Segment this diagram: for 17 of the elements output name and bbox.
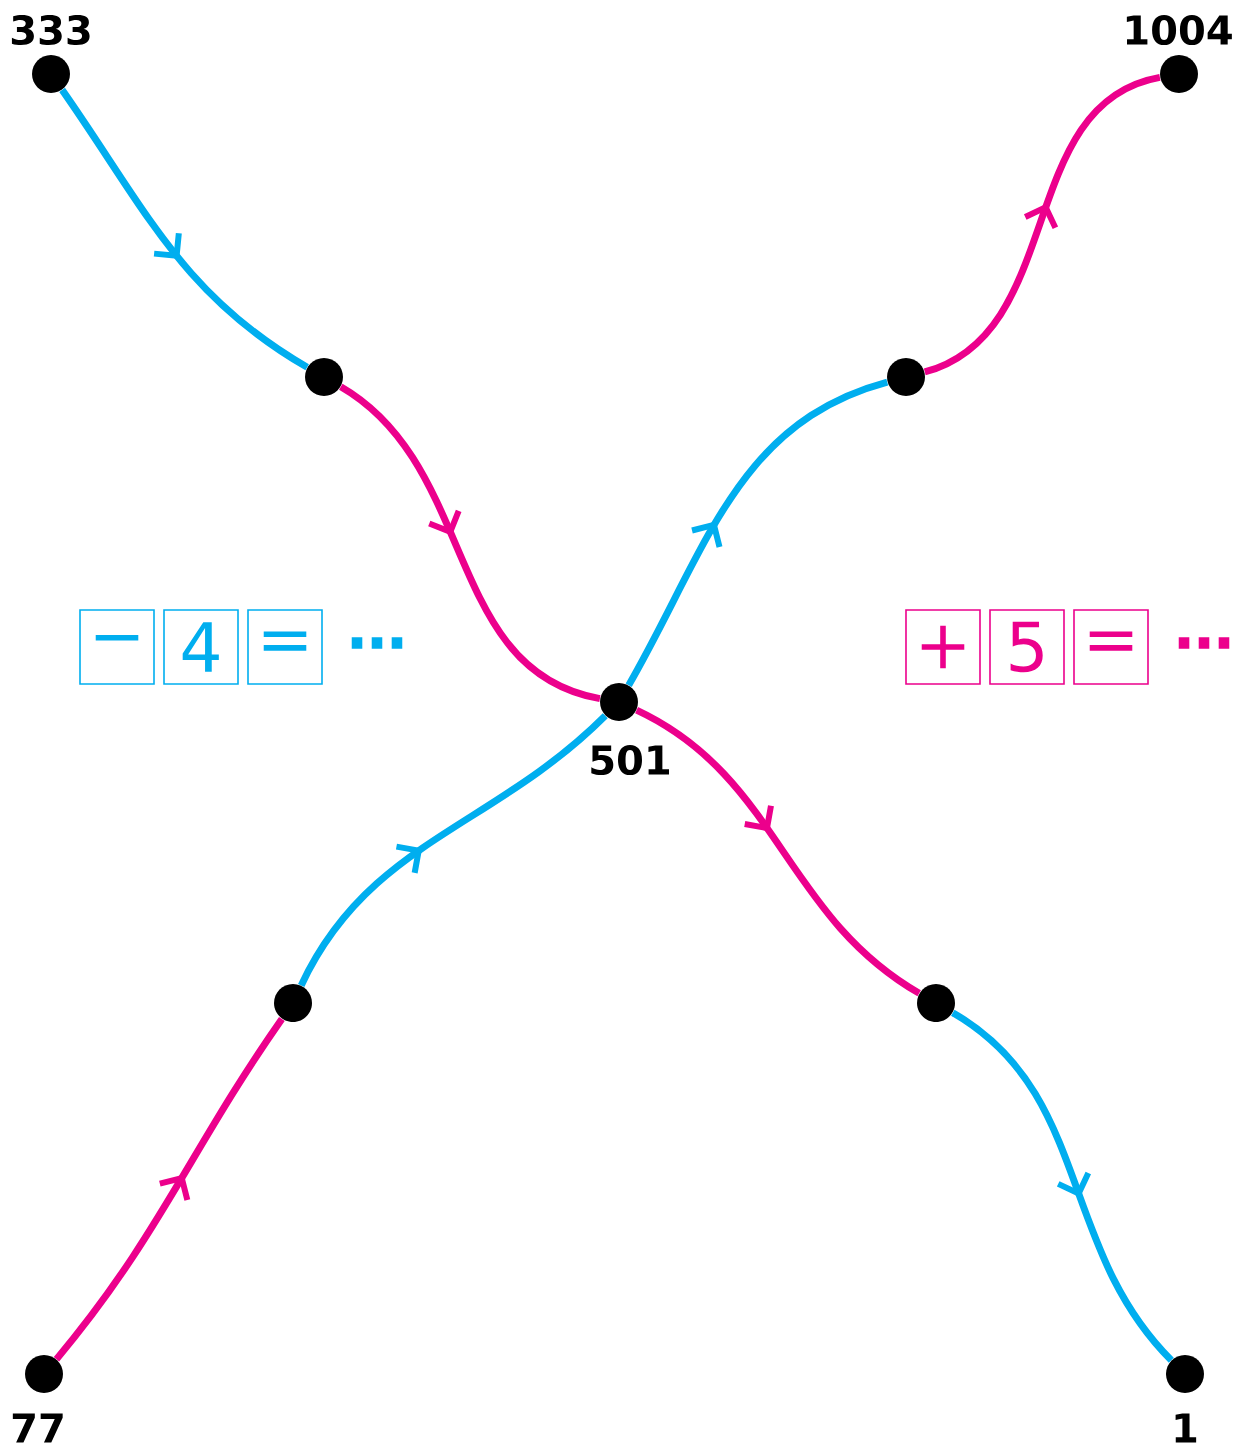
node-label: 333	[11, 14, 90, 46]
symbol-box: 4	[163, 609, 239, 685]
node-label: 501	[591, 744, 669, 776]
symbol-box: =	[247, 609, 323, 685]
symbol-box: +	[905, 609, 981, 685]
ellipsis: …	[351, 637, 403, 649]
dot	[917, 984, 955, 1022]
node-label: 1004	[1126, 14, 1232, 46]
node-label: 1	[1175, 1413, 1197, 1443]
node-label: 77	[12, 1413, 63, 1443]
symbol-box: =	[1073, 609, 1149, 685]
symbol-box: −	[79, 609, 155, 685]
dot	[305, 358, 343, 396]
dot	[274, 984, 312, 1022]
dot	[887, 358, 925, 396]
symbol-box: 5	[989, 609, 1065, 685]
ellipsis: …	[1178, 637, 1230, 649]
